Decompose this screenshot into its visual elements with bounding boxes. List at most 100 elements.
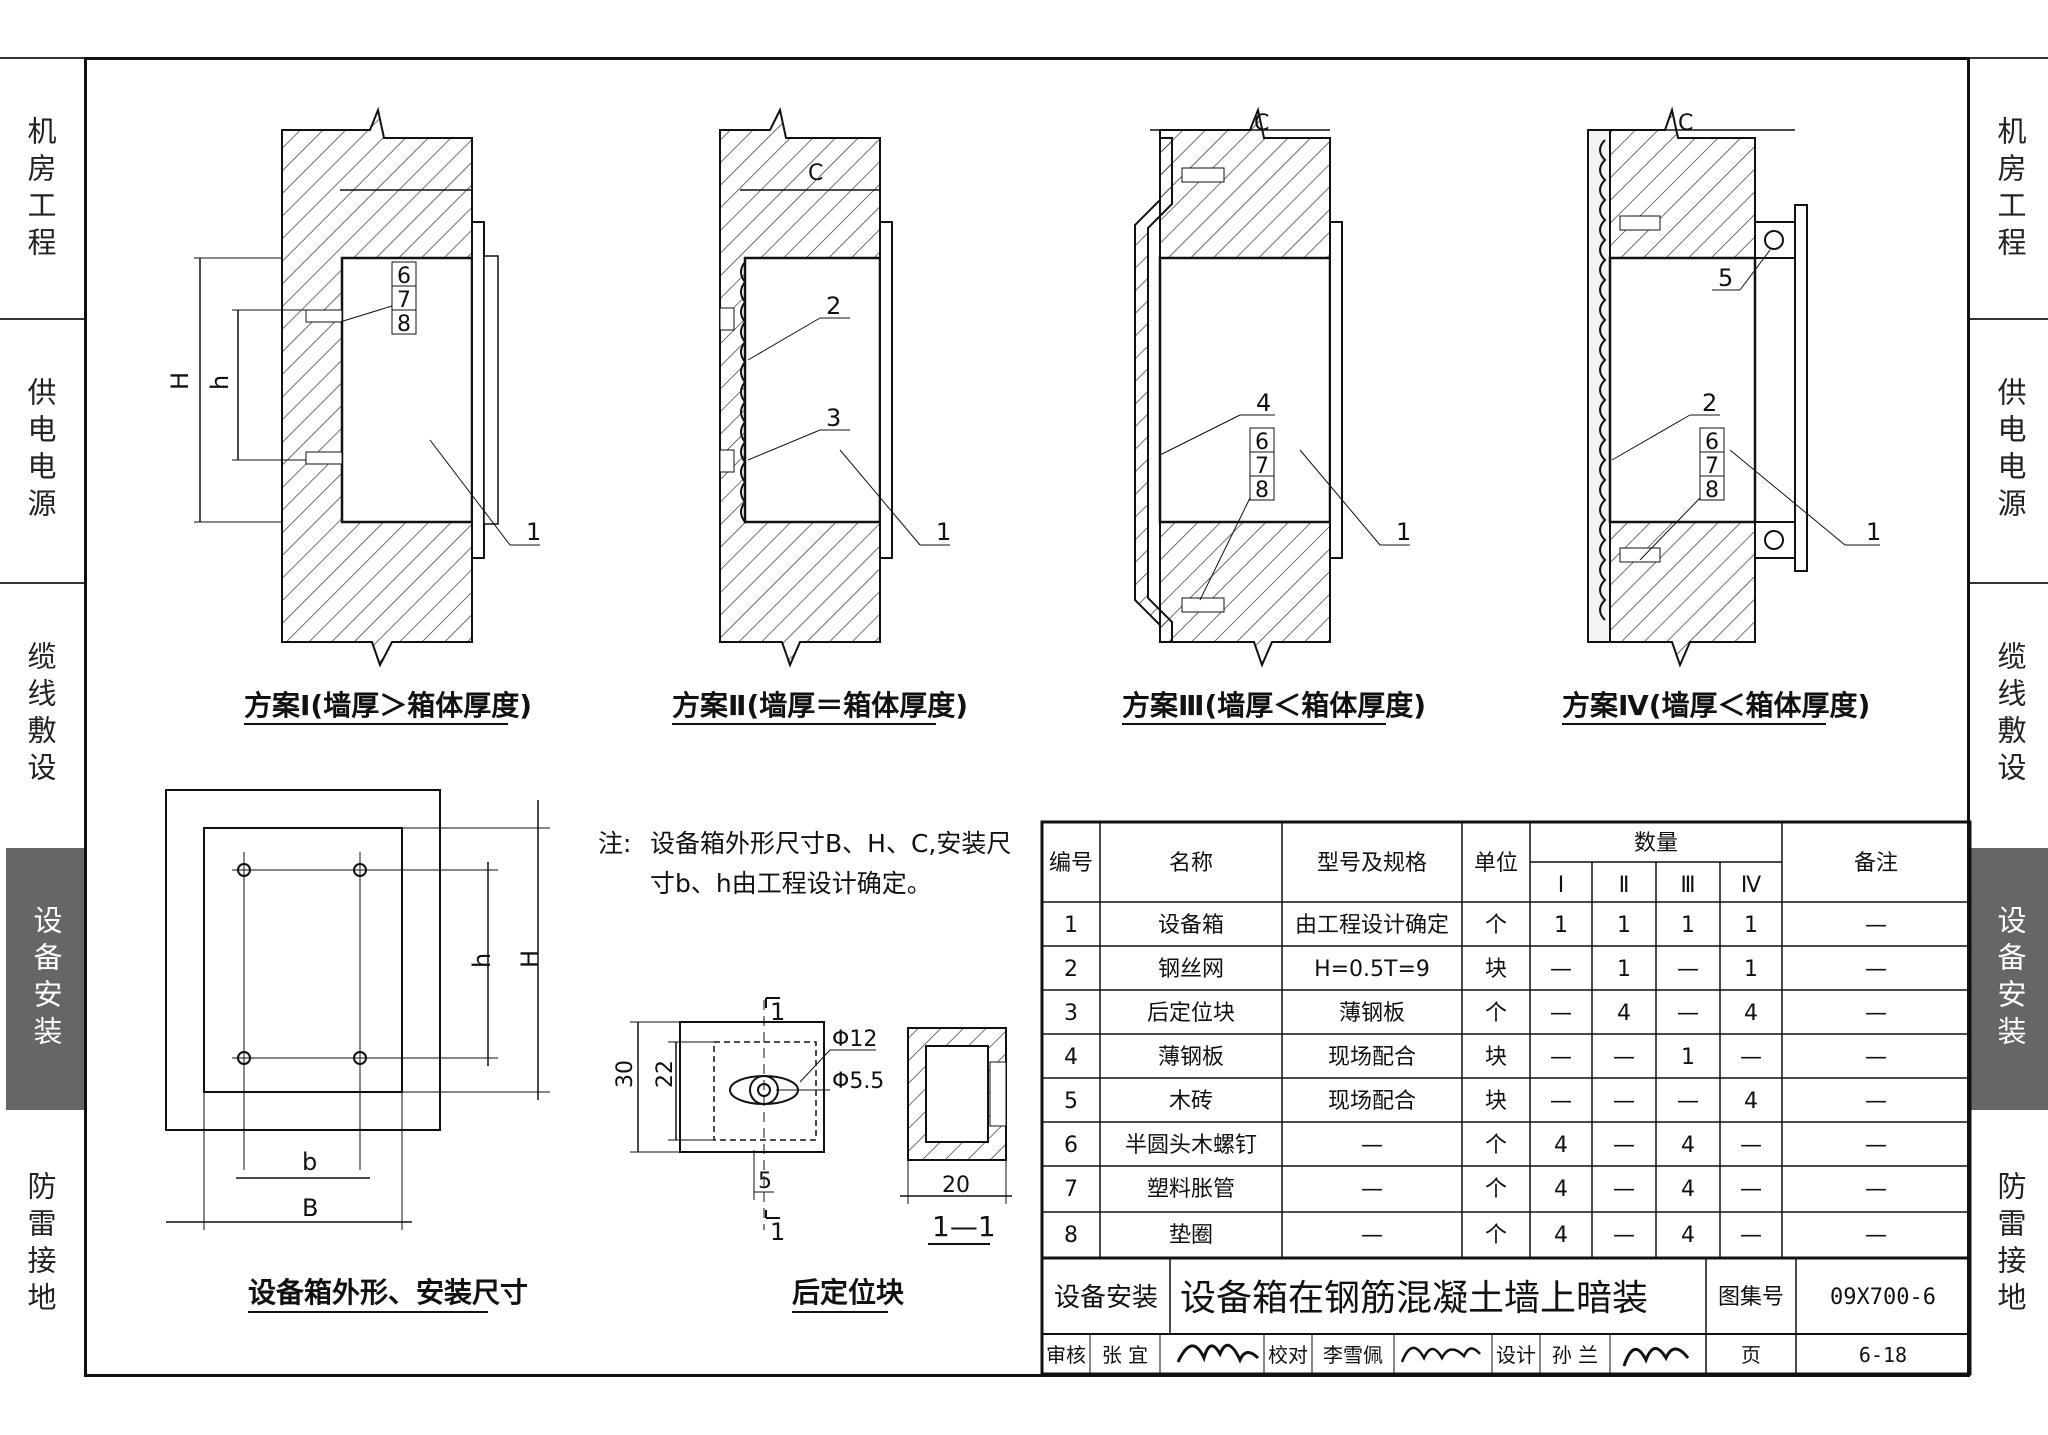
table-cell-qty: 1: [1617, 957, 1631, 982]
callout-1: 1: [1396, 518, 1411, 546]
drawing-frame: [84, 57, 1970, 1377]
callout-1: 1: [1866, 518, 1881, 546]
tab-divider: [1970, 582, 2048, 584]
table-cell-qty: 4: [1744, 1001, 1758, 1026]
callout-4: 4: [1256, 389, 1271, 417]
table-cell-unit: 个: [1485, 913, 1507, 938]
table-cell-name: 垫圈: [1169, 1223, 1213, 1248]
table-cell-qty: 1: [1681, 1045, 1695, 1070]
callout-7: 7: [397, 288, 411, 313]
dim-H-label: H: [166, 372, 194, 390]
callout-1: 1: [936, 518, 951, 546]
tab-label: 设备安装: [29, 905, 63, 1053]
dim-H-label: H: [516, 950, 544, 968]
checker-signature: [1400, 1346, 1481, 1363]
tab-label: 供电电源: [1993, 377, 2027, 525]
table-cell-qty: 4: [1617, 1001, 1631, 1026]
title-category: 设备安装: [1054, 1283, 1158, 1313]
dim-C-label: C: [1254, 111, 1269, 136]
right-tab-5[interactable]: 防雷接地: [1970, 1120, 2048, 1370]
scheme-4-drawing: C 5 2 6 7 8 1 方案Ⅳ(墙厚＜箱体厚度): [1562, 106, 1881, 725]
tab-divider: [0, 582, 84, 584]
table-cell-name: 半圆头木螺钉: [1125, 1133, 1257, 1158]
left-tab-5[interactable]: 防雷接地: [0, 1120, 80, 1370]
header-scheme-4: Ⅳ: [1741, 873, 1762, 898]
left-tab-4-active[interactable]: 设备安装: [6, 848, 86, 1110]
equipment-box: [1158, 256, 1332, 524]
table-cell-qty: —: [1740, 1133, 1762, 1158]
table-cell-qty: —: [1740, 1223, 1762, 1248]
table-cell-no: 2: [1064, 957, 1078, 982]
table-cell-qty: 4: [1681, 1133, 1695, 1158]
table-cell-remark: —: [1865, 957, 1887, 982]
callout-2: 2: [1702, 389, 1717, 417]
tab-label: 防雷接地: [23, 1171, 57, 1319]
dim-h-label: h: [468, 953, 496, 968]
callout-6: 6: [1705, 430, 1719, 455]
equipment-box: [340, 256, 474, 524]
table-cell-qty: —: [1740, 1177, 1762, 1202]
tab-label: 机房工程: [1993, 116, 2027, 264]
header-scheme-3: Ⅲ: [1680, 873, 1695, 898]
tab-divider: [1970, 318, 2048, 320]
callout-1: 1: [526, 518, 541, 546]
callout-8: 8: [397, 312, 411, 337]
tab-label: 防雷接地: [1993, 1171, 2027, 1319]
header-remark: 备注: [1854, 851, 1898, 876]
right-tab-2[interactable]: 供电电源: [1970, 326, 2048, 576]
table-cell-no: 4: [1064, 1045, 1078, 1070]
left-tab-2[interactable]: 供电电源: [0, 326, 80, 576]
tab-divider: [1970, 57, 2048, 59]
table-cell-spec: H=0.5T=9: [1314, 957, 1430, 982]
table-cell-unit: 个: [1485, 1133, 1507, 1158]
table-cell-qty: 1: [1744, 957, 1758, 982]
dim-C-label: C: [808, 161, 823, 186]
check-label: 校对: [1268, 1343, 1308, 1367]
wire-mesh: [1599, 139, 1607, 621]
dim-30: 30: [613, 1060, 638, 1088]
dim-5: 5: [758, 1169, 772, 1194]
table-cell-unit: 块: [1485, 1089, 1507, 1114]
table-cell-remark: —: [1865, 1045, 1887, 1070]
dim-phi5-5: Φ5.5: [832, 1069, 884, 1094]
table-cell-qty: —: [1613, 1089, 1635, 1114]
left-tab-1[interactable]: 机房工程: [0, 70, 80, 310]
review-label: 审核: [1046, 1343, 1086, 1367]
table-cell-qty: —: [1550, 1045, 1572, 1070]
table-cell-remark: —: [1865, 913, 1887, 938]
callout-2: 2: [826, 292, 841, 320]
right-tab-3[interactable]: 缆线敷设: [1970, 590, 2048, 840]
table-cell-spec: —: [1361, 1223, 1383, 1248]
designer-name: 孙 兰: [1552, 1343, 1598, 1367]
header-scheme-1: Ⅰ: [1558, 873, 1565, 898]
page-label: 页: [1741, 1343, 1761, 1367]
table-cell-qty: —: [1677, 1001, 1699, 1026]
callout-5: 5: [1718, 264, 1733, 292]
left-tab-3[interactable]: 缆线敷设: [0, 590, 80, 840]
scheme-2-drawing: C 2 3 1 方案Ⅱ(墙厚＝箱体厚度): [672, 107, 968, 725]
table-cell-remark: —: [1865, 1177, 1887, 1202]
table-cell-qty: —: [1677, 957, 1699, 982]
positioning-block-drawing: 1 1 30 22 Φ12 Φ5.5 5 20 1—1 后定位块: [613, 997, 1012, 1313]
table-cell-spec: —: [1361, 1133, 1383, 1158]
header-no: 编号: [1049, 851, 1093, 876]
table-cell-unit: 块: [1485, 957, 1507, 982]
designer-signature: [1622, 1347, 1690, 1367]
table-cell-qty: 4: [1681, 1177, 1695, 1202]
table-cell-spec: 薄钢板: [1339, 1001, 1405, 1026]
title-block: 设备安装 设备箱在钢筋混凝土墙上暗装 图集号 09X700-6 审核 张 宜 校…: [1040, 1256, 1972, 1376]
table-cell-unit: 个: [1485, 1177, 1507, 1202]
table-cell-qty: —: [1550, 1089, 1572, 1114]
table-cell-no: 1: [1064, 913, 1078, 938]
table-cell-no: 8: [1064, 1223, 1078, 1248]
table-cell-qty: 4: [1554, 1177, 1568, 1202]
callout-7: 7: [1255, 454, 1269, 479]
scheme-3-drawing: C 4 6 7 8 1 方案Ⅲ(墙厚＜箱体厚度): [1122, 106, 1426, 725]
right-tab-1[interactable]: 机房工程: [1970, 70, 2048, 310]
right-tab-4-active[interactable]: 设备安装: [1970, 848, 2048, 1110]
note-line-1: 设备箱外形尺寸B、H、C,安装尺: [650, 829, 1011, 858]
table-cell-name: 钢丝网: [1158, 957, 1224, 982]
atlas-label: 图集号: [1718, 1285, 1784, 1310]
header-scheme-2: Ⅱ: [1619, 873, 1630, 898]
callout-6: 6: [397, 264, 411, 289]
